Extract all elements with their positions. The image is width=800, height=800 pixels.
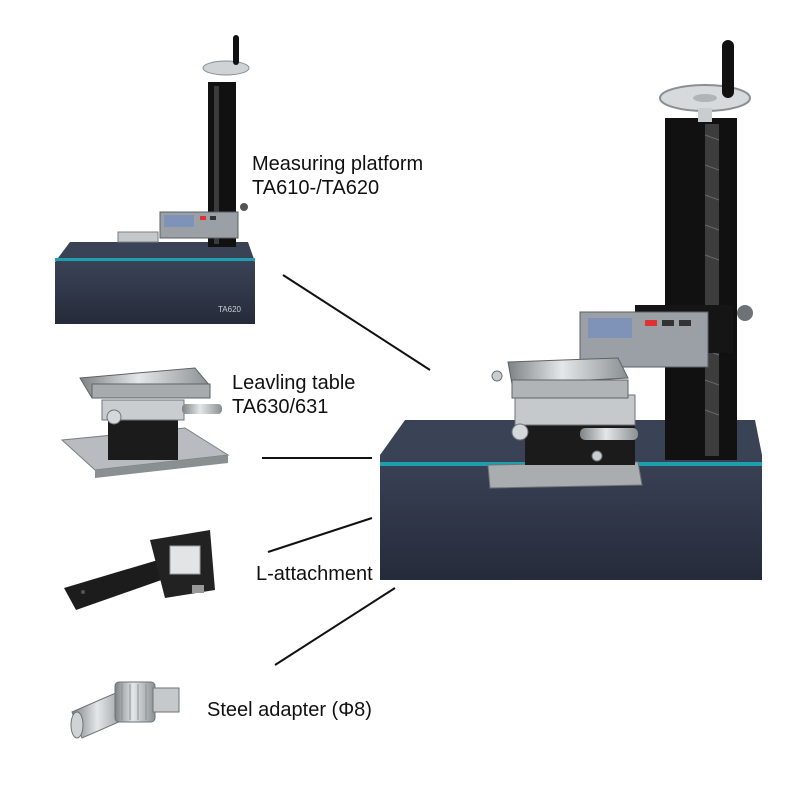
label-measuring-platform-line1: Measuring platform xyxy=(252,153,424,175)
label-steel-adapter-text: Steel adapter (Φ8) xyxy=(207,699,372,721)
connector-l-attachment xyxy=(267,517,373,553)
label-l-attachment-text: L-attachment xyxy=(256,563,373,585)
small-platform-badge: TA620 xyxy=(218,305,242,314)
label-steel-adapter: Steel adapter (Φ8) xyxy=(207,698,372,722)
main-instrument xyxy=(380,40,762,580)
l-attachment xyxy=(64,530,215,610)
label-measuring-platform: Measuring platform TA610-/TA620 xyxy=(252,152,423,200)
label-leveling-table: Leavling table TA630/631 xyxy=(232,371,355,419)
label-leveling-table-line2: TA630/631 xyxy=(232,396,329,418)
small-handwheel-icon xyxy=(202,60,250,76)
label-leveling-table-line1: Leavling table xyxy=(232,372,356,394)
connector-measuring-platform xyxy=(282,274,431,371)
label-measuring-platform-line2: TA610-/TA620 xyxy=(252,177,380,199)
connector-lines xyxy=(262,274,431,666)
steel-adapter xyxy=(70,681,180,739)
leveling-table xyxy=(60,367,230,478)
small-measuring-platform: TA620 xyxy=(55,35,255,324)
label-l-attachment: L-attachment xyxy=(256,562,373,586)
connector-steel-adapter xyxy=(274,587,396,666)
